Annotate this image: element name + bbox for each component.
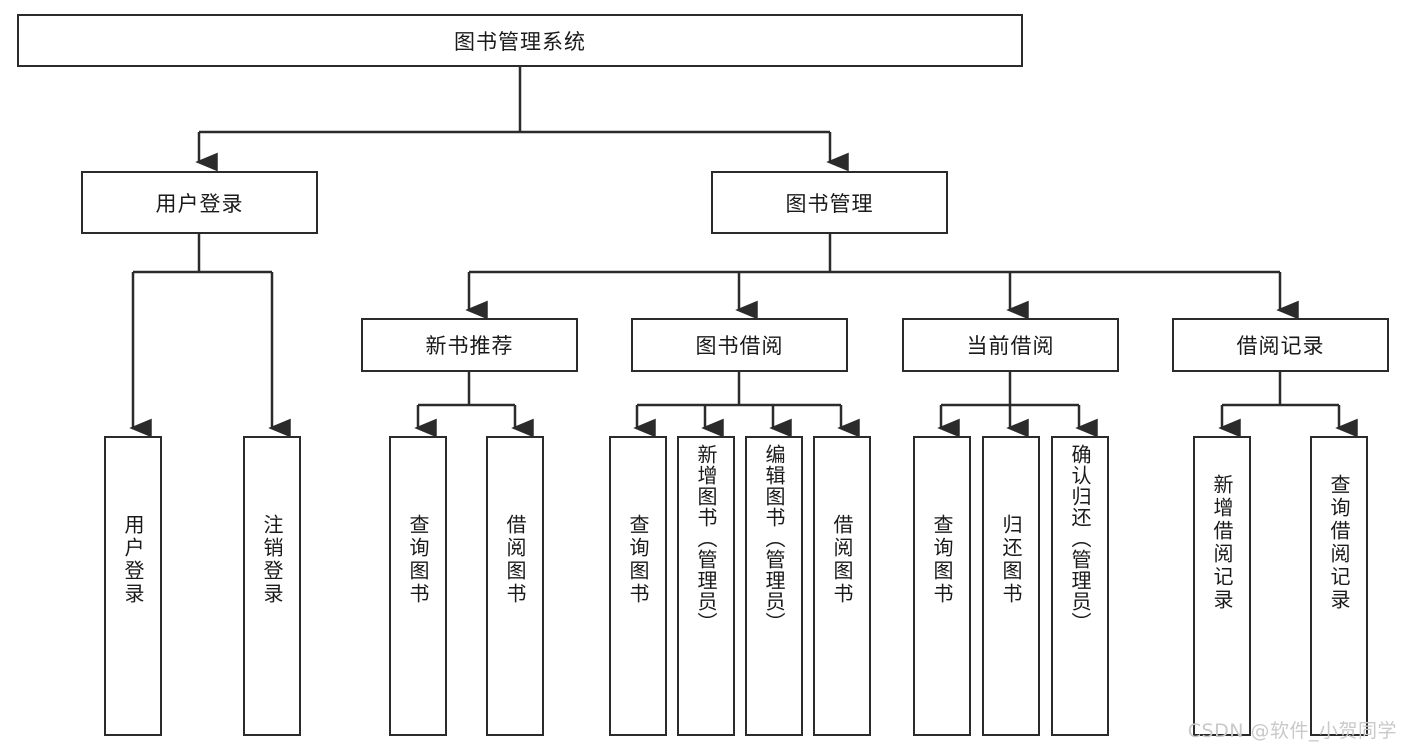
node-label: 新增图书（管理员） bbox=[694, 444, 718, 633]
watermark-text: CSDN @软件_小贺同学 bbox=[1187, 720, 1397, 742]
node-label: 查询图书 bbox=[626, 514, 650, 606]
leaf-book-borrow-borrow-book[interactable]: 借阅图书 bbox=[813, 436, 871, 736]
node-label: 图书借阅 bbox=[695, 334, 784, 358]
node-label: 归还图书 bbox=[999, 514, 1023, 606]
leaf-current-borrow-confirm-return-admin[interactable]: 确认归还（管理员） bbox=[1051, 436, 1109, 736]
node-label: 查询借阅记录 bbox=[1327, 474, 1351, 612]
node-label: 借阅图书 bbox=[830, 514, 854, 606]
node-label: 用户登录 bbox=[121, 514, 145, 606]
node-book-management[interactable]: 图书管理 bbox=[711, 171, 948, 234]
leaf-new-book-query-book[interactable]: 查询图书 bbox=[389, 436, 447, 736]
node-label: 借阅图书 bbox=[503, 514, 527, 606]
node-label: 新书推荐 bbox=[425, 334, 514, 358]
node-label: 新增借阅记录 bbox=[1210, 474, 1234, 612]
leaf-borrow-record-add-record[interactable]: 新增借阅记录 bbox=[1193, 436, 1251, 736]
node-label: 查询图书 bbox=[406, 514, 430, 606]
node-borrow-record[interactable]: 借阅记录 bbox=[1172, 318, 1389, 372]
leaf-book-borrow-edit-book-admin[interactable]: 编辑图书（管理员） bbox=[745, 436, 803, 736]
node-label: 编辑图书（管理员） bbox=[762, 444, 786, 633]
node-label: 当前借阅 bbox=[966, 334, 1055, 358]
leaf-user-login-login[interactable]: 用户登录 bbox=[104, 436, 162, 736]
node-label: 确认归还（管理员） bbox=[1068, 444, 1092, 633]
node-current-borrow[interactable]: 当前借阅 bbox=[902, 318, 1119, 372]
leaf-user-login-logout[interactable]: 注销登录 bbox=[243, 436, 301, 736]
leaf-book-borrow-add-book-admin[interactable]: 新增图书（管理员） bbox=[677, 436, 735, 736]
node-root-book-management-system[interactable]: 图书管理系统 bbox=[17, 14, 1023, 67]
node-label: 用户登录 bbox=[155, 191, 244, 216]
node-book-borrow[interactable]: 图书借阅 bbox=[631, 318, 848, 372]
node-new-book-recommend[interactable]: 新书推荐 bbox=[361, 318, 578, 372]
leaf-current-borrow-return-book[interactable]: 归还图书 bbox=[982, 436, 1040, 736]
node-label: 图书管理 bbox=[785, 191, 874, 216]
node-label: 查询图书 bbox=[930, 514, 954, 606]
node-label: 借阅记录 bbox=[1236, 334, 1325, 358]
leaf-new-book-borrow-book[interactable]: 借阅图书 bbox=[486, 436, 544, 736]
leaf-borrow-record-query-record[interactable]: 查询借阅记录 bbox=[1310, 436, 1368, 736]
node-label: 注销登录 bbox=[260, 514, 284, 606]
leaf-current-borrow-query-book[interactable]: 查询图书 bbox=[913, 436, 971, 736]
node-user-login[interactable]: 用户登录 bbox=[81, 171, 318, 234]
leaf-book-borrow-query-book[interactable]: 查询图书 bbox=[609, 436, 667, 736]
node-label: 图书管理系统 bbox=[454, 29, 586, 54]
